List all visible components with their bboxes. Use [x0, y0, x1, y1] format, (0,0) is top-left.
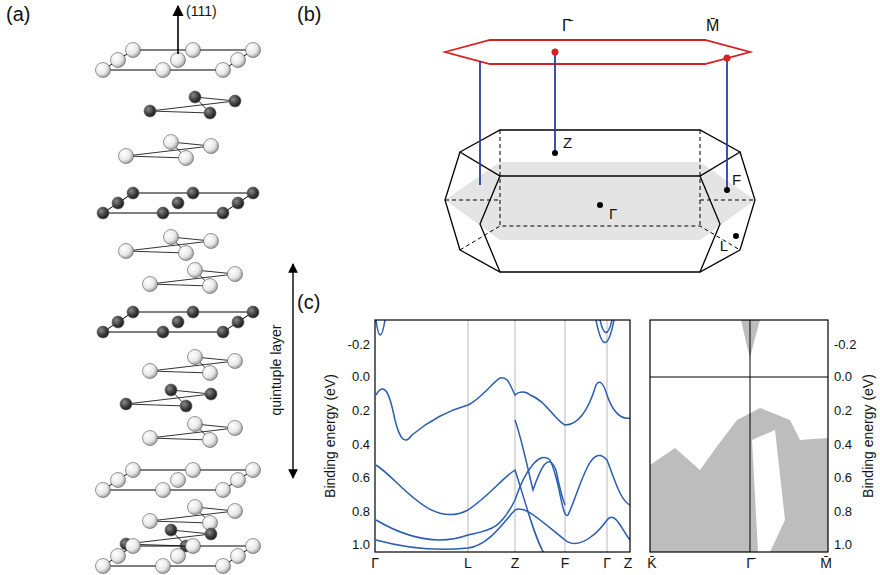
tick-label: -0.2: [834, 338, 856, 352]
tick-label: M̄: [820, 556, 832, 571]
layer-arrow: [292, 264, 293, 478]
point-label: F: [732, 172, 741, 189]
tick-label: 0.2: [834, 404, 852, 418]
tick-label: Z: [624, 556, 633, 571]
tick-label: 0.8: [352, 505, 370, 519]
tick-label: 0.0: [834, 370, 852, 384]
point-label: Γ̄: [562, 17, 571, 35]
crystal-structure: [96, 43, 261, 574]
tick-label: 0.4: [352, 438, 370, 452]
tick-label: Γ: [371, 556, 379, 571]
axis-arrow: [177, 6, 179, 54]
band-plot: [375, 320, 630, 555]
point-label: Γ: [609, 206, 617, 223]
tick-label: L: [464, 556, 472, 571]
tick-label: 0.4: [834, 438, 852, 452]
tick-label: F: [561, 556, 570, 571]
axis-title: Binding energy (eV): [323, 374, 338, 498]
tick-label: 0.8: [834, 505, 852, 519]
brillouin-zone: [445, 40, 755, 272]
tick-label: Γ: [603, 556, 611, 571]
axis-label: (111): [186, 4, 217, 19]
tick-label: Z: [511, 556, 520, 571]
tick-label: 0.0: [352, 370, 370, 384]
tick-label: 0.6: [352, 471, 370, 485]
axis-title: Binding energy (eV): [861, 374, 876, 498]
projected-bands: [650, 320, 828, 552]
tick-label: Γ̄: [746, 556, 754, 571]
dimension-label: quintuple layer: [269, 324, 284, 415]
tick-label: -0.2: [348, 338, 370, 352]
point-label: L: [720, 238, 728, 255]
panel-label: (b): [297, 3, 321, 25]
point-label: Z: [563, 135, 572, 152]
tick-label: 1.0: [352, 538, 370, 552]
panel-label: (c): [297, 291, 320, 313]
panel-label: (a): [6, 3, 30, 25]
tick-label: 0.2: [352, 404, 370, 418]
tick-label: 0.6: [834, 471, 852, 485]
tick-label: K̄: [647, 556, 656, 571]
point-label: M̄: [706, 17, 719, 35]
tick-label: 1.0: [834, 538, 852, 552]
